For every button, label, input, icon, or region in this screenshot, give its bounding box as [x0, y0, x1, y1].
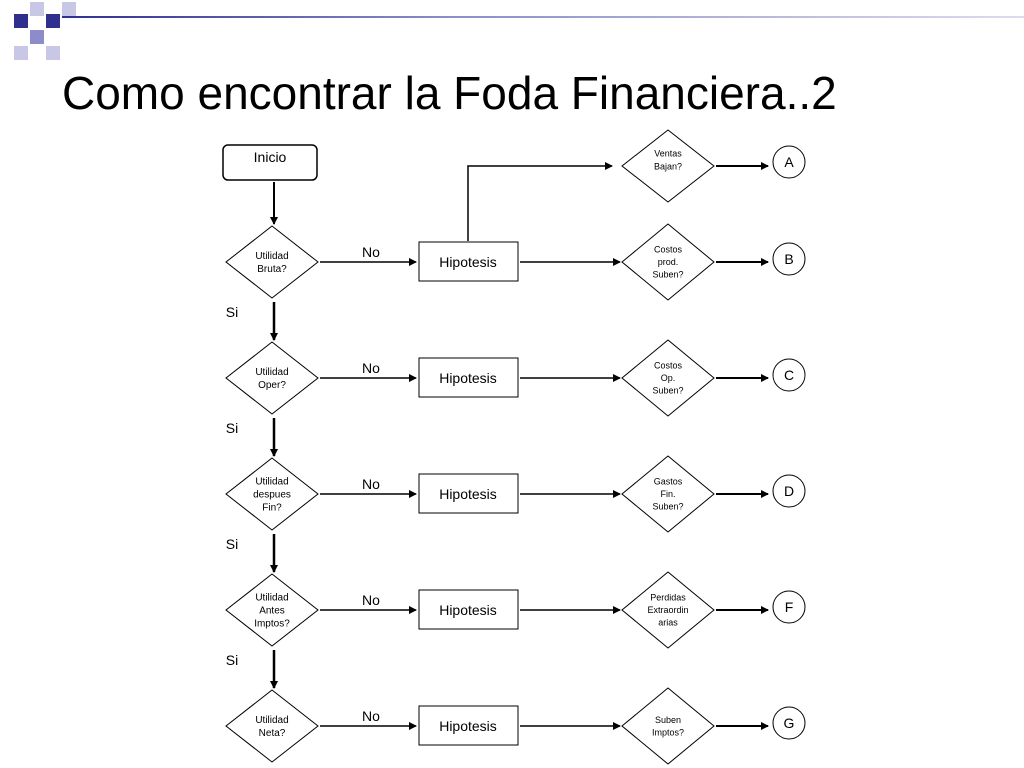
outcome-circle [772, 706, 806, 740]
no-label: No [362, 476, 380, 492]
yes-label: Si [226, 420, 238, 436]
decision-label: Fin? [262, 503, 282, 514]
hypothesis-box [418, 705, 519, 746]
start-label: Inicio [254, 149, 287, 165]
hypothesis-label: Hipotesis [439, 486, 497, 502]
decor-square [46, 46, 60, 60]
yes-label: Si [226, 652, 238, 668]
decor-square [30, 30, 44, 44]
decor-square [30, 2, 44, 16]
question-label: Costos [654, 361, 683, 371]
decision-diamond [225, 457, 319, 531]
decision-label: Utilidad [255, 477, 288, 488]
no-label: No [362, 592, 380, 608]
outcome-circle [772, 590, 806, 624]
flow-arrow [467, 162, 613, 241]
outcome-circle [772, 474, 806, 508]
decision-diamond [225, 689, 319, 763]
question-diamond [621, 339, 715, 417]
slide-title: Como encontrar la Foda Financiera..2 [62, 67, 837, 119]
outcome-label: D [784, 483, 794, 499]
question-label: Op. [661, 373, 676, 383]
decision-label: Antes [259, 606, 285, 617]
question-label: Bajan? [654, 162, 682, 172]
decision-label: despues [253, 490, 291, 501]
question-label: Suben? [652, 386, 683, 396]
hypothesis-label: Hipotesis [439, 602, 497, 618]
decor-square [62, 2, 76, 16]
outcome-label: C [784, 367, 794, 383]
decision-diamond [225, 573, 319, 647]
outcome-label: B [784, 251, 793, 267]
hypothesis-label: Hipotesis [439, 254, 497, 270]
hypothesis-box [418, 357, 519, 398]
title-rule [62, 16, 1024, 18]
decor-square [46, 14, 60, 28]
question-label: Ventas [654, 149, 682, 159]
question-diamond [621, 223, 715, 301]
question-label: Gastos [654, 477, 683, 487]
yes-label: Si [226, 304, 238, 320]
no-label: No [362, 244, 380, 260]
no-label: No [362, 360, 380, 376]
decision-label: Imptos? [254, 619, 290, 630]
decision-label: Utilidad [255, 715, 288, 726]
question-label: Extraordin [647, 605, 688, 615]
hypothesis-box [418, 589, 519, 630]
outcome-label: G [784, 715, 795, 731]
outcome-label: A [784, 154, 794, 170]
question-diamond [621, 129, 715, 203]
decision-label: Neta? [259, 728, 286, 739]
decision-diamond [225, 225, 319, 299]
decision-label: Utilidad [255, 251, 288, 262]
yes-label: Si [226, 536, 238, 552]
decision-label: Utilidad [255, 367, 288, 378]
no-label: No [362, 708, 380, 724]
question-diamond [621, 571, 715, 649]
hypothesis-box [418, 241, 519, 282]
decor-square [14, 14, 28, 28]
question-label: Imptos? [652, 727, 684, 737]
question-label: prod. [658, 257, 679, 267]
question-label: Fin. [660, 489, 675, 499]
question-label: Suben? [652, 270, 683, 280]
outcome-label: F [785, 599, 794, 615]
decision-diamond [225, 341, 319, 415]
outcome-circle [772, 358, 806, 392]
question-label: Suben [655, 715, 681, 725]
decision-label: Utilidad [255, 593, 288, 604]
question-label: Suben? [652, 502, 683, 512]
hypothesis-label: Hipotesis [439, 370, 497, 386]
outcome-circle [772, 145, 806, 179]
question-label: arias [658, 618, 678, 628]
decision-label: Oper? [258, 380, 286, 391]
decor-square [14, 46, 28, 60]
question-diamond [621, 455, 715, 533]
question-label: Perdidas [650, 593, 686, 603]
outcome-circle [772, 242, 806, 276]
question-label: Costos [654, 245, 683, 255]
decision-label: Bruta? [257, 264, 287, 275]
hypothesis-box [418, 473, 519, 514]
hypothesis-label: Hipotesis [439, 718, 497, 734]
question-diamond [621, 687, 715, 765]
start-box [222, 144, 318, 181]
